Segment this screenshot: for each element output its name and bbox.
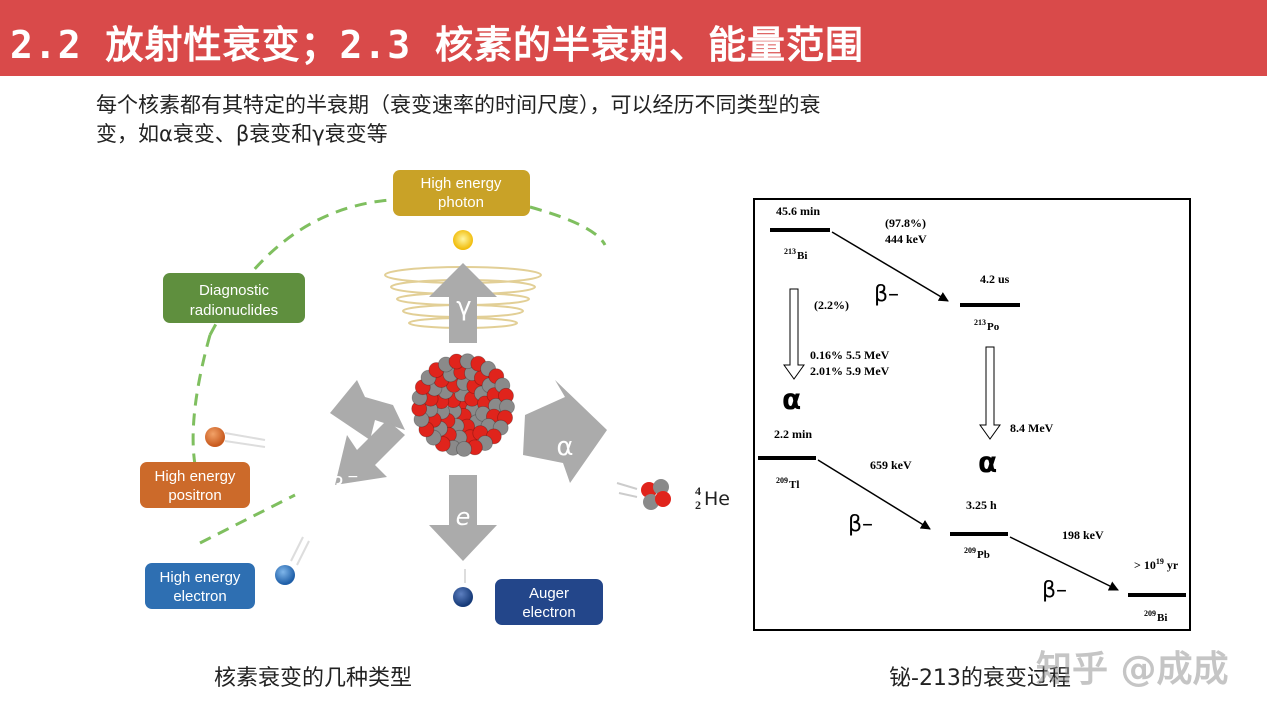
bi-tl-alpha: α: [782, 383, 801, 416]
beta-plus-symbol: β: [317, 435, 331, 460]
e-symbol: e: [456, 503, 471, 531]
alpha-line-1: 0.16% 5.5 MeV: [810, 348, 890, 362]
diag-label-2: radionuclides: [190, 302, 278, 319]
he-symbol: He: [704, 488, 730, 510]
neutron: [456, 441, 472, 457]
bi209-halflife-prefix: > 10: [1134, 558, 1156, 572]
bi-tl-hollow-arrow: [783, 288, 805, 380]
slide-title: 2.2 放射性衰变；2.3 核素的半衰期、能量范围: [10, 23, 865, 67]
alpha-symbol: α: [556, 432, 573, 462]
gamma-symbol: γ: [456, 292, 471, 322]
bi209-halflife: > 1019 yr: [1134, 557, 1179, 572]
photon-box: [393, 170, 530, 216]
pb-beta-energy: 198 keV: [1062, 528, 1104, 542]
pb-bi-arrow: [1009, 536, 1119, 591]
watermark: 知乎 @成成: [1036, 649, 1229, 690]
title-bar: 2.2 放射性衰变；2.3 核素的半衰期、能量范围: [0, 0, 1267, 76]
electron-box: [145, 563, 255, 609]
tl-pb-arrow: [817, 459, 931, 530]
tl209-label-sup: 209: [776, 476, 788, 485]
photon-sun: [453, 230, 473, 250]
positron-box: [140, 462, 250, 508]
dashed-arc: [208, 198, 391, 336]
bi-po-arrow: [831, 231, 949, 302]
bi209-label-el: Bi: [1157, 612, 1167, 624]
beta-minus-sup: −: [347, 469, 359, 485]
caption-left: 核素衰变的几种类型: [214, 666, 413, 691]
electron-particle: [275, 536, 310, 585]
tl209-label-el: Tl: [789, 479, 799, 491]
electron-label-1: High energy: [160, 569, 241, 586]
bi209-halflife-exp: 19: [1156, 557, 1164, 566]
bi213-halflife: 45.6 min: [776, 204, 820, 218]
photon-label-1: High energy: [421, 175, 502, 192]
bi213-label-el: Bi: [797, 250, 807, 262]
intro-line-2: 变，如α衰变、β衰变和γ衰变等: [96, 122, 388, 146]
photon-label-2: photon: [438, 194, 484, 211]
alpha-line-2: 2.01% 5.9 MeV: [810, 364, 890, 378]
positron-label-2: positron: [168, 487, 221, 504]
dashed-arc-right: [529, 205, 607, 246]
tl-pb-beta: β–: [848, 512, 873, 537]
pb209-label-sup: 209: [964, 546, 976, 555]
branch-beta-pct: (97.8%): [885, 216, 926, 230]
positron-particle: [205, 427, 266, 448]
po213-label-sup: 213: [974, 318, 986, 327]
beta-minus-arrow: [335, 420, 405, 485]
dashed-arc-left: [191, 334, 212, 476]
branch-beta-energy: 444 keV: [885, 232, 927, 246]
bi-po-beta: β–: [874, 282, 899, 307]
pb209-label-el: Pb: [977, 549, 990, 561]
diagnostic-box: [163, 273, 305, 323]
po-alpha-energy: 8.4 MeV: [1010, 421, 1054, 435]
beta-minus-symbol: β: [331, 474, 345, 499]
he-mass: 4: [695, 484, 701, 498]
pb209-halflife: 3.25 h: [966, 498, 997, 512]
helium-nucleus: [616, 479, 671, 510]
intro-text: 每个核素都有其特定的半衰期（衰变速率的时间尺度），可以经历不同类型的衰 变，如α…: [96, 91, 956, 149]
alpha-arrow: [523, 380, 607, 483]
auger-particle: [453, 569, 473, 607]
intro-line-1: 每个核素都有其特定的半衰期（衰变速率的时间尺度），可以经历不同类型的衰: [96, 93, 821, 117]
pb-bi-beta: β–: [1042, 578, 1067, 603]
auger-box: [495, 579, 603, 625]
branch-alpha-pct: (2.2%): [814, 298, 849, 312]
positron-label-1: High energy: [155, 468, 236, 485]
bi213-decay-scheme: 45.6 min 213 Bi (97.8%) 444 keV β– 4.2 u…: [753, 198, 1191, 631]
beta-plus-sup: +: [333, 431, 345, 447]
scheme-frame: [753, 198, 1191, 631]
decay-types-figure: High energy photon γ Diagnostic radionuc…: [140, 170, 730, 625]
tl209-halflife: 2.2 min: [774, 427, 812, 441]
auger-label-1: Auger: [529, 585, 569, 602]
bi209-label-sup: 209: [1144, 609, 1156, 618]
bi213-label-sup: 213: [784, 247, 796, 256]
electron-label-2: electron: [173, 588, 226, 605]
caption-right: 铋-213的衰变过程: [889, 666, 1071, 691]
nucleus-cluster: [411, 353, 515, 457]
he-atomic: 2: [695, 498, 701, 512]
diag-label-1: Diagnostic: [199, 282, 270, 299]
po-pb-hollow-arrow: [979, 346, 1001, 440]
po213-label-el: Po: [987, 321, 1000, 333]
tl-beta-energy: 659 keV: [870, 458, 912, 472]
po213-halflife: 4.2 us: [980, 272, 1010, 286]
beta-plus-arrow: [330, 380, 405, 440]
po-pb-alpha: α: [978, 446, 997, 479]
auger-label-2: electron: [522, 604, 575, 621]
bi209-halflife-unit: yr: [1164, 558, 1179, 572]
gamma-arrow: [429, 263, 497, 343]
e-arrow: [429, 475, 497, 561]
dashed-arc-bottom: [199, 493, 296, 545]
